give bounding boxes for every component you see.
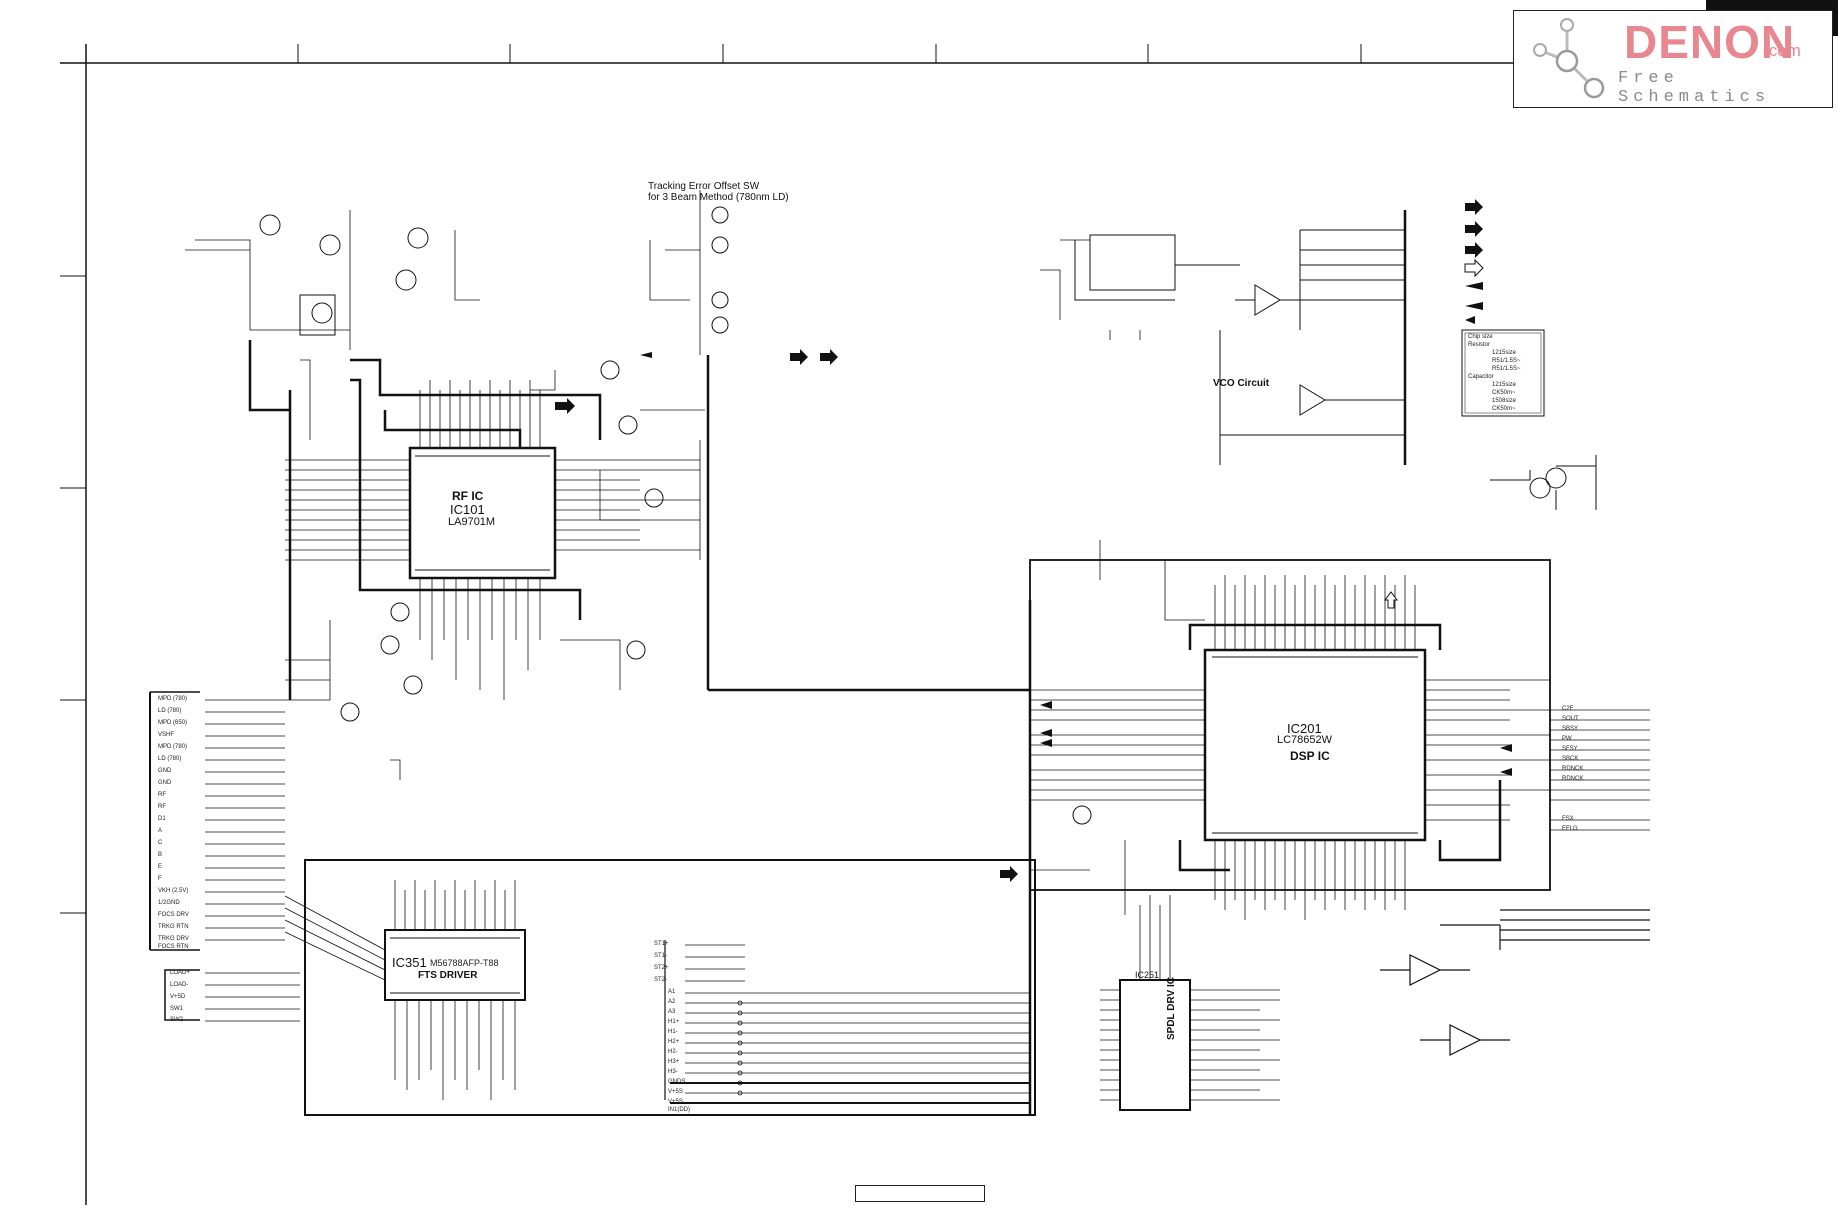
pin-label: LOAD+ bbox=[170, 970, 190, 976]
pin-label: FOCS RTN bbox=[158, 944, 189, 950]
output-label: EFLG bbox=[1562, 826, 1578, 832]
pin-label: ST1- bbox=[654, 953, 668, 959]
output-label: C2F bbox=[1562, 706, 1574, 712]
pin-label: TRKG DRV bbox=[158, 936, 189, 942]
pin-label: V+5D bbox=[170, 994, 186, 1000]
logo-domain: .com bbox=[1764, 41, 1801, 60]
pin-label: RF bbox=[158, 804, 166, 810]
pin-label: VKH (2.5V) bbox=[158, 888, 189, 894]
output-label: SFSY bbox=[1562, 746, 1578, 752]
fts-ic-part: M56788AFP-T88 bbox=[430, 958, 499, 968]
output-label: SBCK bbox=[1562, 756, 1579, 762]
pin-label: F bbox=[158, 876, 162, 882]
pin-label: SW1 bbox=[170, 1006, 184, 1012]
legend-text: CK50m~ bbox=[1492, 390, 1516, 396]
pin-label: H1- bbox=[668, 1029, 678, 1035]
pin-label: IN1(DD) bbox=[668, 1107, 690, 1113]
pin-label: A3 bbox=[668, 1009, 676, 1015]
pin-label: GND bbox=[158, 768, 172, 774]
pin-label: D1 bbox=[158, 816, 166, 822]
rf-ic-name: IC101 bbox=[450, 502, 485, 517]
pin-label: A1 bbox=[668, 989, 676, 995]
legend-text: 1215size bbox=[1492, 382, 1517, 388]
fts-ic-name: IC351 bbox=[392, 955, 427, 970]
legend-title: Chip size bbox=[1468, 334, 1493, 340]
pin-label: C bbox=[158, 840, 163, 846]
pin-label: LOAD- bbox=[170, 982, 189, 988]
pin-label: V+5S bbox=[668, 1099, 683, 1105]
pin-label: SW2 bbox=[170, 1017, 184, 1023]
dsp-ic-name: IC201 bbox=[1287, 721, 1322, 736]
pin-label: TRKG RTN bbox=[158, 924, 189, 930]
pin-label: RF bbox=[158, 792, 166, 798]
pin-label: MPD (650) bbox=[158, 720, 188, 726]
tracking-title-line1: Tracking Error Offset SW bbox=[648, 181, 760, 192]
pin-label: A2 bbox=[668, 999, 676, 1005]
legend-capacitor: Capacitor bbox=[1468, 374, 1494, 380]
pin-label: E bbox=[158, 864, 163, 870]
output-label: RDNCK bbox=[1562, 766, 1584, 772]
pin-label: ST1+ bbox=[654, 941, 669, 947]
legend-text: R51/1.5S~ bbox=[1492, 366, 1521, 372]
vco-circuit-label: VCO Circuit bbox=[1213, 378, 1270, 389]
rf-ic-function: RF IC bbox=[452, 489, 484, 503]
tracking-title-line2: for 3 Beam Method (780nm LD) bbox=[648, 192, 789, 203]
page-number-box bbox=[855, 1185, 985, 1202]
dsp-ic-part: LC78652W bbox=[1277, 734, 1333, 746]
pin-label: VSHF bbox=[158, 732, 175, 738]
pin-label: ST2+ bbox=[654, 965, 669, 971]
logo-subtitle: Free Schematics bbox=[1618, 69, 1771, 107]
pin-label: H1+ bbox=[668, 1019, 680, 1025]
legend-text: 1508size bbox=[1492, 398, 1517, 404]
output-label: FSX bbox=[1562, 816, 1574, 822]
pin-label: LD (780) bbox=[158, 756, 182, 762]
output-label: SOUT bbox=[1562, 716, 1579, 722]
logo-brand: DENON bbox=[1624, 16, 1796, 68]
legend-resistor: Resistor bbox=[1468, 342, 1491, 348]
molecule-logo-icon bbox=[1533, 18, 1605, 99]
pin-label: MPD (780) bbox=[158, 696, 188, 702]
pin-label: H2+ bbox=[668, 1039, 680, 1045]
pin-label: FOCS DRV bbox=[158, 912, 189, 918]
output-label: SBSY bbox=[1562, 726, 1579, 732]
pin-label: GND bbox=[158, 780, 172, 786]
pin-label: A bbox=[158, 828, 163, 834]
pin-label: ST2- bbox=[654, 977, 668, 983]
legend-text: R51/1.5S~ bbox=[1492, 358, 1521, 364]
fts-ic-function: FTS DRIVER bbox=[418, 970, 478, 981]
legend-text: CK50m~ bbox=[1492, 406, 1516, 412]
pin-label: 1/2GND bbox=[158, 900, 180, 906]
pin-label: V+5S bbox=[668, 1089, 683, 1095]
output-label: RDNCK bbox=[1562, 776, 1584, 782]
pin-label: GNDS bbox=[668, 1079, 686, 1085]
spdl-ic-name: IC251 bbox=[1135, 970, 1160, 980]
pin-label: H2- bbox=[668, 1049, 678, 1055]
dsp-ic-function: DSP IC bbox=[1290, 749, 1330, 763]
pin-label: H3- bbox=[668, 1069, 678, 1075]
legend-text: 1215size bbox=[1492, 350, 1517, 356]
pin-label: LD (780) bbox=[158, 708, 182, 714]
pin-label: H3+ bbox=[668, 1059, 680, 1065]
site-logo[interactable]: DENON .com Free Schematics bbox=[1513, 10, 1833, 108]
pin-label: MPD (780) bbox=[158, 744, 188, 750]
spdl-ic-function: SPDL DRV IC bbox=[1166, 977, 1177, 1040]
output-label: PW bbox=[1562, 736, 1572, 742]
pin-label: B bbox=[158, 852, 163, 858]
rf-ic-part: LA9701M bbox=[448, 516, 496, 528]
